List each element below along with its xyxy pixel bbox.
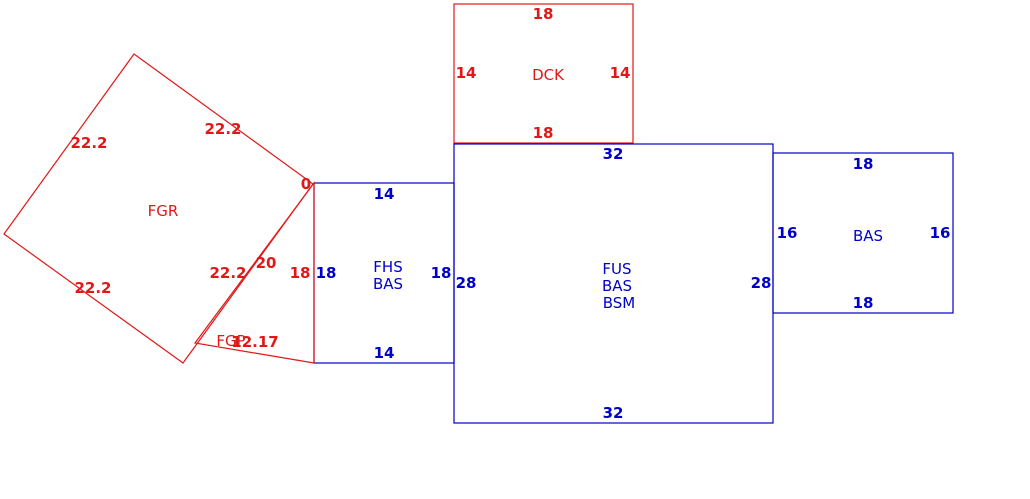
fgr-dim-top-right: 22.2 [204, 120, 241, 138]
fhs-dim-left: 18 [316, 264, 337, 282]
fhs-dim-bottom: 14 [374, 344, 395, 362]
bas-dim-top: 18 [853, 155, 874, 173]
bas-dim-left: 16 [777, 224, 798, 242]
fgp-label: FGP [216, 332, 245, 350]
area-fgr[interactable]: FGR 22.2 22.2 22.2 22.2 [3, 53, 314, 364]
fus-dim-top: 32 [603, 145, 624, 163]
fgp-outline [193, 181, 315, 364]
bas-dim-right: 16 [930, 224, 951, 242]
fgp-dim-diagonal: 20 [256, 254, 277, 272]
fus-label-1: FUS [602, 260, 631, 278]
fhs-dim-right: 18 [431, 264, 452, 282]
fus-dim-right: 28 [751, 274, 772, 292]
dck-dim-top: 18 [533, 5, 554, 23]
dck-dim-bottom: 18 [533, 124, 554, 142]
fgr-dim-top-left: 22.2 [70, 134, 107, 152]
fus-dim-bottom: 32 [603, 404, 624, 422]
dck-outline [453, 3, 634, 144]
fgp-dim-corner: 0 [301, 175, 311, 193]
area-bas[interactable]: BAS 18 18 16 16 [772, 152, 954, 314]
area-fgp[interactable]: FGP 18 20 12.17 0 [193, 175, 315, 364]
dck-dim-right: 14 [610, 64, 631, 82]
area-fhs[interactable]: FHS BAS 14 14 18 18 [313, 182, 455, 364]
fhs-dim-top: 14 [374, 185, 395, 203]
dck-dim-left: 14 [456, 64, 477, 82]
bas-label: BAS [853, 227, 883, 245]
fhs-label-1: FHS [373, 258, 402, 276]
fgr-dim-bottom-right: 22.2 [209, 264, 246, 282]
bas-outline [772, 152, 954, 314]
dck-label: DCK [532, 66, 565, 84]
fus-label-3: BSM [603, 294, 636, 312]
fhs-label-2: BAS [373, 275, 403, 293]
fgp-dim-bottom: 12.17 [231, 333, 278, 351]
area-dck[interactable]: DCK 18 18 14 14 [453, 3, 634, 144]
fus-label-2: BAS [602, 277, 632, 295]
bas-dim-bottom: 18 [853, 294, 874, 312]
area-fus[interactable]: FUS BAS BSM 32 32 28 28 [453, 143, 774, 424]
fgr-label: FGR [148, 202, 179, 220]
fgr-outline [3, 53, 314, 364]
fgp-dim-left: 18 [290, 264, 311, 282]
fus-dim-left: 28 [456, 274, 477, 292]
fgr-dim-bottom-left: 22.2 [74, 279, 111, 297]
